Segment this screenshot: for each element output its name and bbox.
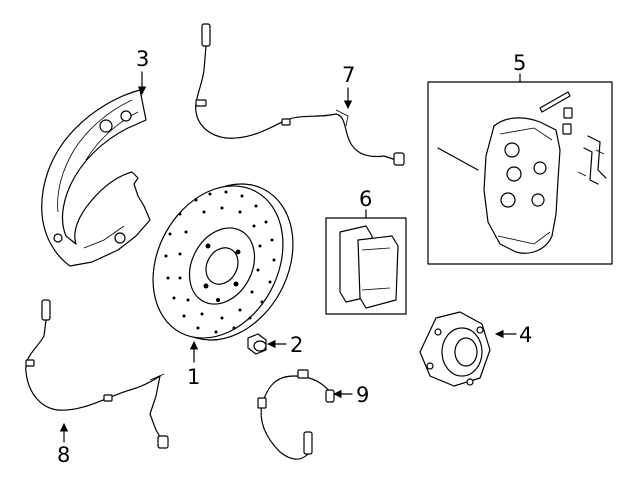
wear-sensor-lower <box>25 299 169 449</box>
callout-1: 1 <box>187 365 200 389</box>
callout-2: 2 <box>290 333 303 357</box>
callout-5: 5 <box>513 51 526 75</box>
brake-pads <box>339 225 399 309</box>
callout-9: 9 <box>356 383 369 407</box>
callout-4: 4 <box>519 323 532 347</box>
brake-caliper <box>437 91 607 254</box>
callout-8: 8 <box>57 443 70 467</box>
callout-7: 7 <box>342 63 355 87</box>
leader-lines <box>59 71 521 443</box>
speed-sensor <box>257 369 335 460</box>
wear-sensor-upper <box>195 23 405 166</box>
rotor-bolt <box>247 333 267 355</box>
callout-3: 3 <box>136 47 149 71</box>
dust-shield <box>41 89 151 267</box>
brake-rotor <box>152 183 294 341</box>
wheel-hub <box>419 311 491 387</box>
callout-6: 6 <box>359 187 372 211</box>
